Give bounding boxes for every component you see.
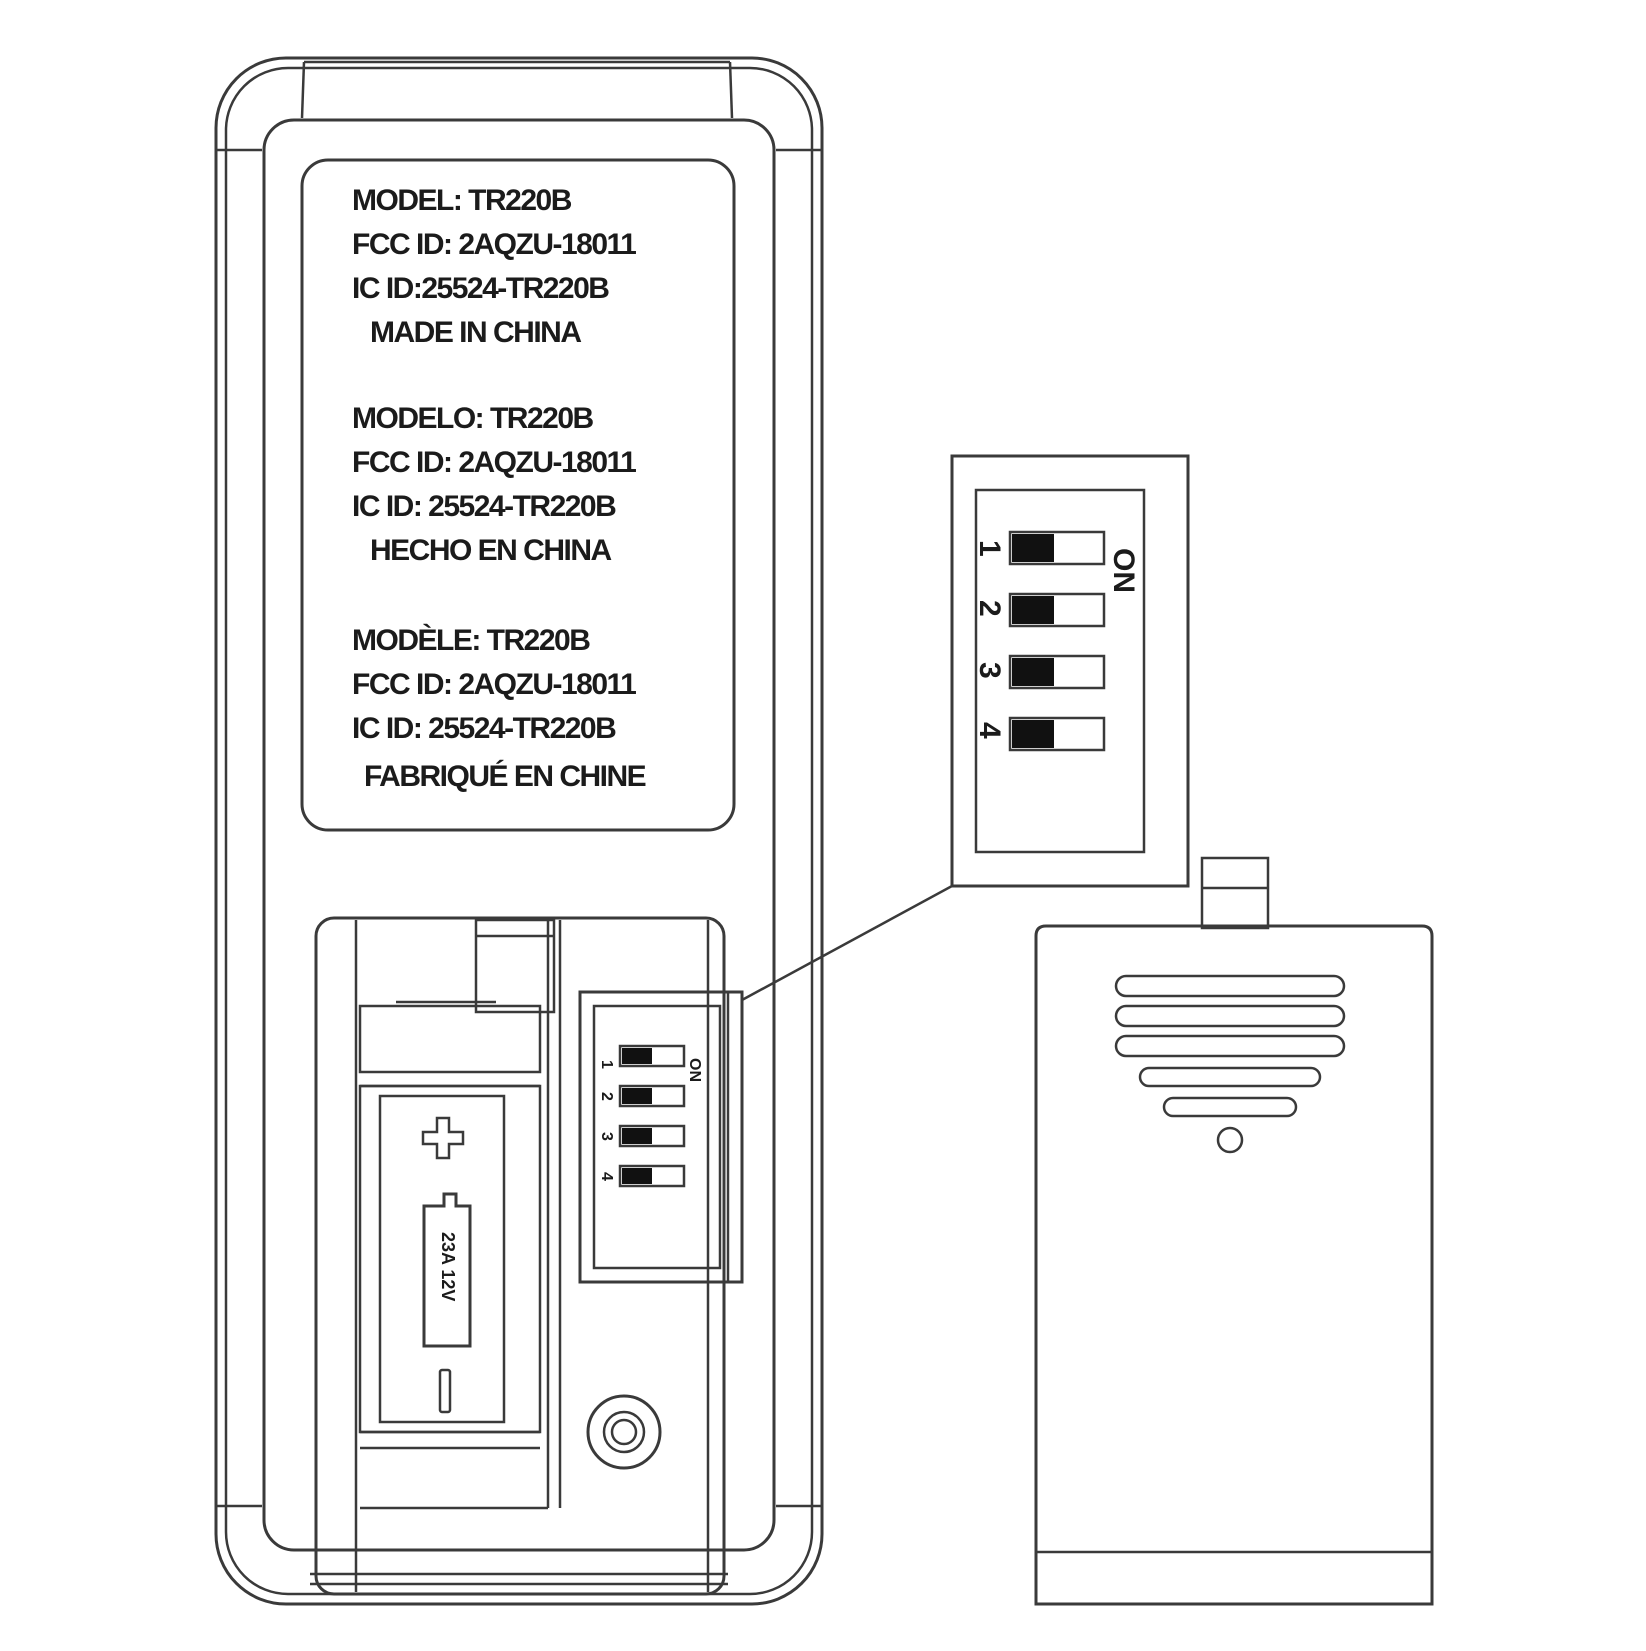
fcc-id-text: FCC ID: 2AQZU-18011 — [352, 668, 636, 701]
dip-switch-2[interactable]: 2 — [973, 592, 1106, 628]
dip-number: 2 — [598, 1092, 615, 1101]
dip-switch-small[interactable]: 1 2 3 4 ON — [578, 990, 744, 1284]
dip-number: 4 — [973, 722, 1006, 739]
label-french: MODÈLE: TR220B FCC ID: 2AQZU-18011 IC ID… — [352, 623, 647, 793]
battery-type-text: 23A 12V — [438, 1232, 458, 1301]
plus-icon — [421, 1116, 465, 1160]
dip-switch-4[interactable]: 4 — [973, 716, 1106, 752]
battery-cover[interactable] — [1034, 856, 1434, 1606]
battery: 23A 12V — [421, 1116, 472, 1414]
dip-small-switch-2[interactable]: 2 — [598, 1084, 686, 1108]
dip-small-switch-3[interactable]: 3 — [598, 1124, 686, 1148]
dip-number: 1 — [973, 540, 1006, 557]
grip-ridges — [1114, 974, 1346, 1118]
ic-id-text: IC ID:25524-TR220B — [352, 272, 609, 305]
model-text: MODÈLE: TR220B — [352, 623, 590, 657]
cover-hole-icon — [1216, 1126, 1244, 1154]
fcc-id-text: FCC ID: 2AQZU-18011 — [352, 228, 636, 261]
dip-switch-1[interactable]: 1 — [973, 530, 1106, 566]
origin-text: HECHO EN CHINA — [370, 534, 612, 567]
dip-on-label: ON — [686, 1058, 703, 1082]
dip-switch-3[interactable]: 3 — [973, 654, 1106, 690]
label-english: MODEL: TR220B FCC ID: 2AQZU-18011 IC ID:… — [352, 184, 638, 349]
dip-number: 1 — [598, 1060, 615, 1069]
dip-small-switch-1[interactable]: 1 — [598, 1044, 686, 1069]
dip-small-switch-4[interactable]: 4 — [598, 1164, 686, 1188]
label-spanish: MODELO: TR220B FCC ID: 2AQZU-18011 IC ID… — [352, 402, 638, 567]
battery-icon — [422, 1192, 472, 1348]
dip-number: 3 — [598, 1132, 615, 1141]
fcc-id-text: FCC ID: 2AQZU-18011 — [352, 446, 636, 479]
dip-number: 3 — [973, 662, 1006, 679]
ic-id-text: IC ID: 25524-TR220B — [352, 712, 616, 745]
screw-icon — [586, 1394, 662, 1470]
model-text: MODEL: TR220B — [352, 184, 572, 217]
dip-number: 2 — [973, 600, 1006, 617]
dip-on-label: ON — [1107, 548, 1140, 593]
dip-number: 4 — [598, 1172, 615, 1181]
origin-text: FABRIQUÉ EN CHINE — [364, 759, 646, 793]
origin-text: MADE IN CHINA — [370, 316, 581, 349]
ic-id-text: IC ID: 25524-TR220B — [352, 490, 616, 523]
callout-line — [741, 884, 953, 1002]
battery-compartment — [314, 916, 726, 1596]
remote-body — [214, 56, 824, 1606]
dip-switch-enlarged[interactable]: 1 2 3 4 ON — [950, 454, 1190, 888]
label-plate — [300, 158, 736, 832]
model-text: MODELO: TR220B — [352, 402, 594, 435]
minus-icon — [438, 1368, 452, 1414]
